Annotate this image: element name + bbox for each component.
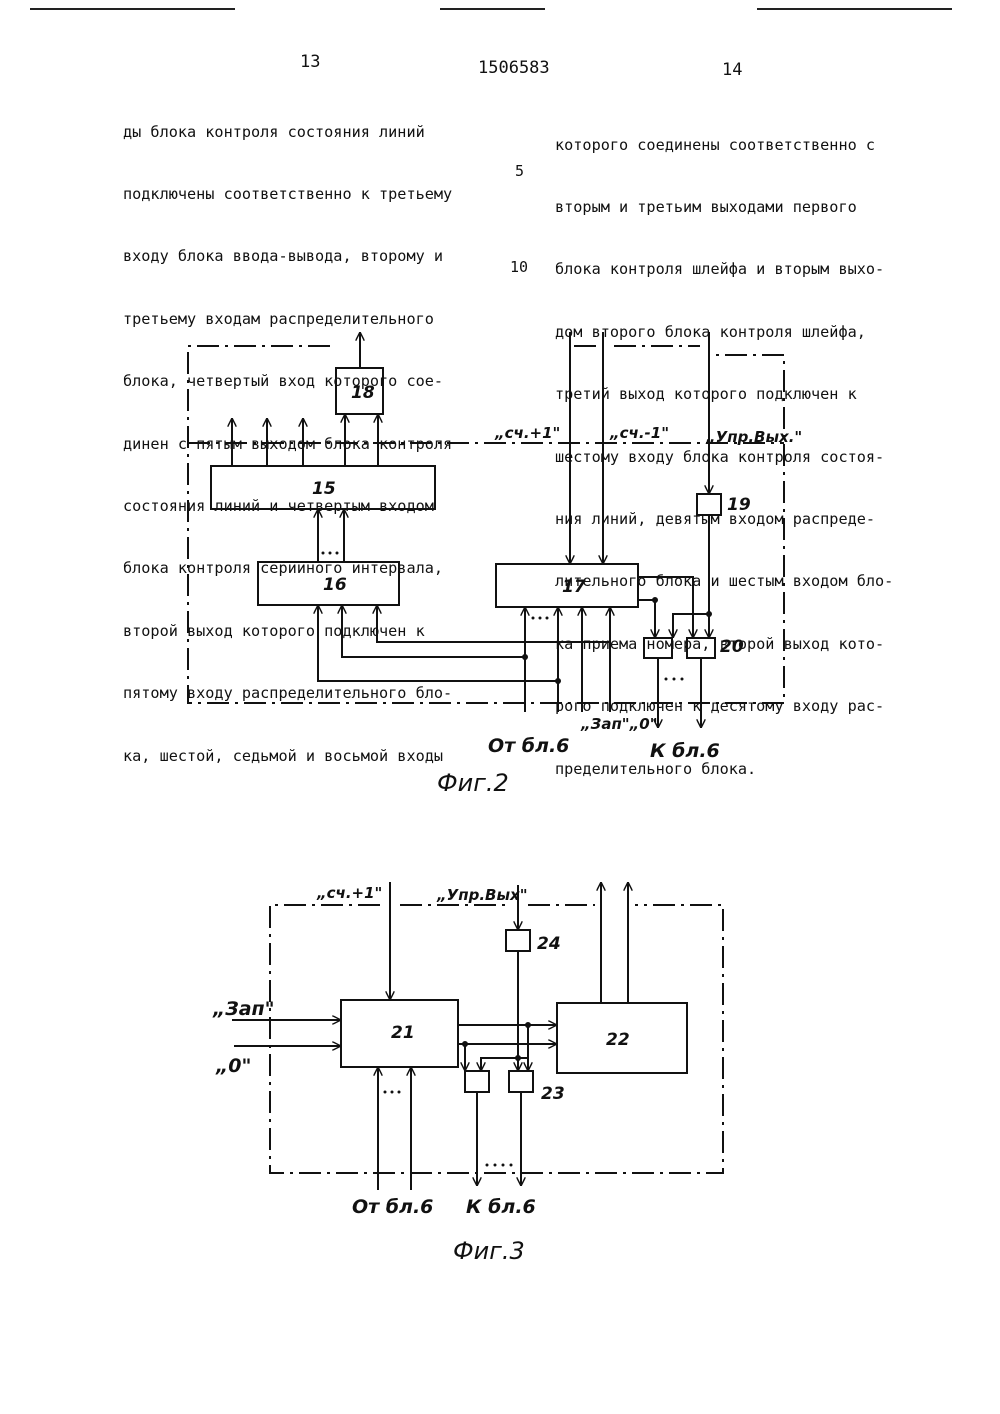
block-20a	[644, 638, 672, 658]
figure-caption: Фиг.3	[453, 1237, 525, 1265]
fig2-junctions	[522, 597, 712, 684]
fig2-dots	[322, 552, 684, 681]
wire	[342, 605, 525, 657]
block-label-24: 24	[537, 934, 561, 954]
fig3-frame	[270, 905, 723, 1173]
fig3-junctions	[462, 1022, 531, 1061]
block-23b	[509, 1071, 533, 1092]
block-24	[506, 930, 530, 951]
from-block-label: От бл.6	[352, 1196, 433, 1218]
wire	[481, 1058, 528, 1071]
block-label-21: 21	[391, 1023, 415, 1043]
figure-3	[232, 882, 723, 1190]
wire	[638, 600, 655, 638]
block-19	[697, 494, 721, 515]
signal-label-zap: „Зап"	[212, 998, 275, 1020]
signal-label-upr-vyh: „Упр.Вых."	[705, 428, 802, 446]
fig2-frame	[188, 346, 784, 703]
fig3-dots	[384, 1091, 513, 1167]
signal-label-sch-plus: „сч.+1"	[494, 424, 560, 442]
signal-label-zap-zero: „Зап"„0"	[580, 715, 658, 733]
block-label-16: 16	[323, 575, 347, 595]
wire	[377, 605, 610, 642]
wire	[638, 577, 693, 638]
block-20b	[687, 638, 715, 658]
signal-label-upr-vyh: „Упр.Вых"	[436, 886, 528, 904]
signal-label-sch-minus: „сч.-1"	[609, 424, 669, 442]
figure-2	[188, 332, 784, 728]
block-label-22: 22	[606, 1030, 630, 1050]
block-label-18: 18	[351, 383, 375, 403]
wire	[673, 614, 709, 638]
block-label-20: 20	[720, 637, 744, 657]
signal-label-sch-plus: „сч.+1"	[316, 884, 382, 902]
block-label-17: 17	[562, 577, 586, 597]
block-23a	[465, 1071, 489, 1092]
from-block-label: От бл.6	[488, 735, 569, 757]
signal-label-zero: „0"	[215, 1055, 251, 1077]
block-label-15: 15	[312, 479, 336, 499]
block-label-23: 23	[541, 1084, 565, 1104]
to-block-label: К бл.6	[650, 740, 720, 762]
figure-caption: Фиг.2	[437, 769, 509, 797]
to-block-label: К бл.6	[466, 1196, 536, 1218]
block-label-19: 19	[727, 495, 751, 515]
